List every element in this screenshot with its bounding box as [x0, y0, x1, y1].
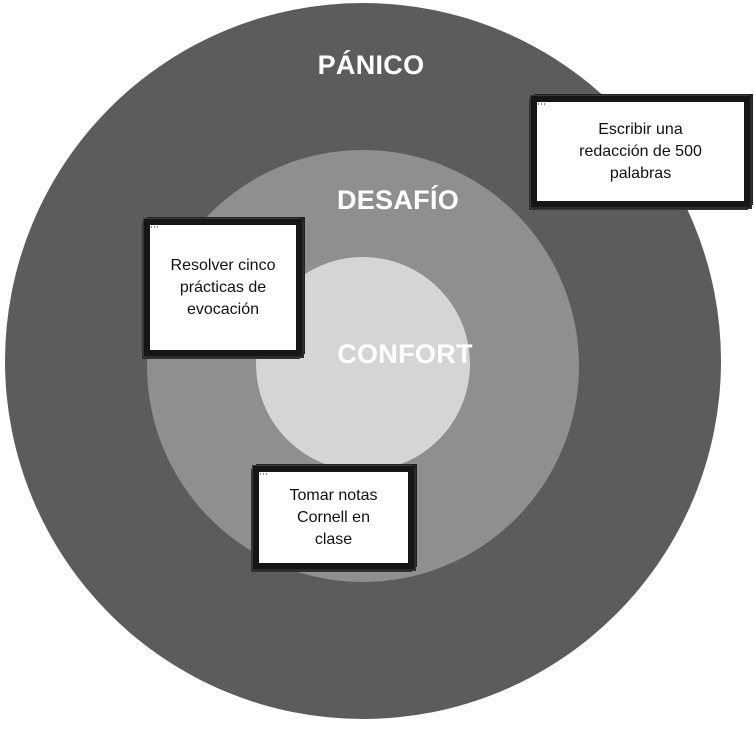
card-essay-text: Escribir una redacción de 500 palabras	[579, 120, 702, 182]
card-recall-practice-text: Resolver cinco prácticas de evocación	[170, 256, 276, 318]
comfort-zone-label: CONFORT	[337, 339, 473, 369]
card-recall-practice: Resolver cinco prácticas de evocación	[144, 219, 302, 356]
card-cornell-notes: Tomar notas Cornell en clase	[253, 466, 414, 569]
card-essay: Escribir una redacción de 500 palabras	[531, 96, 750, 207]
panic-zone-label: PÁNICO	[317, 50, 425, 80]
challenge-zone-label: DESAFÍO	[336, 185, 460, 215]
card-cornell-notes-text: Tomar notas Cornell en clase	[289, 486, 378, 548]
